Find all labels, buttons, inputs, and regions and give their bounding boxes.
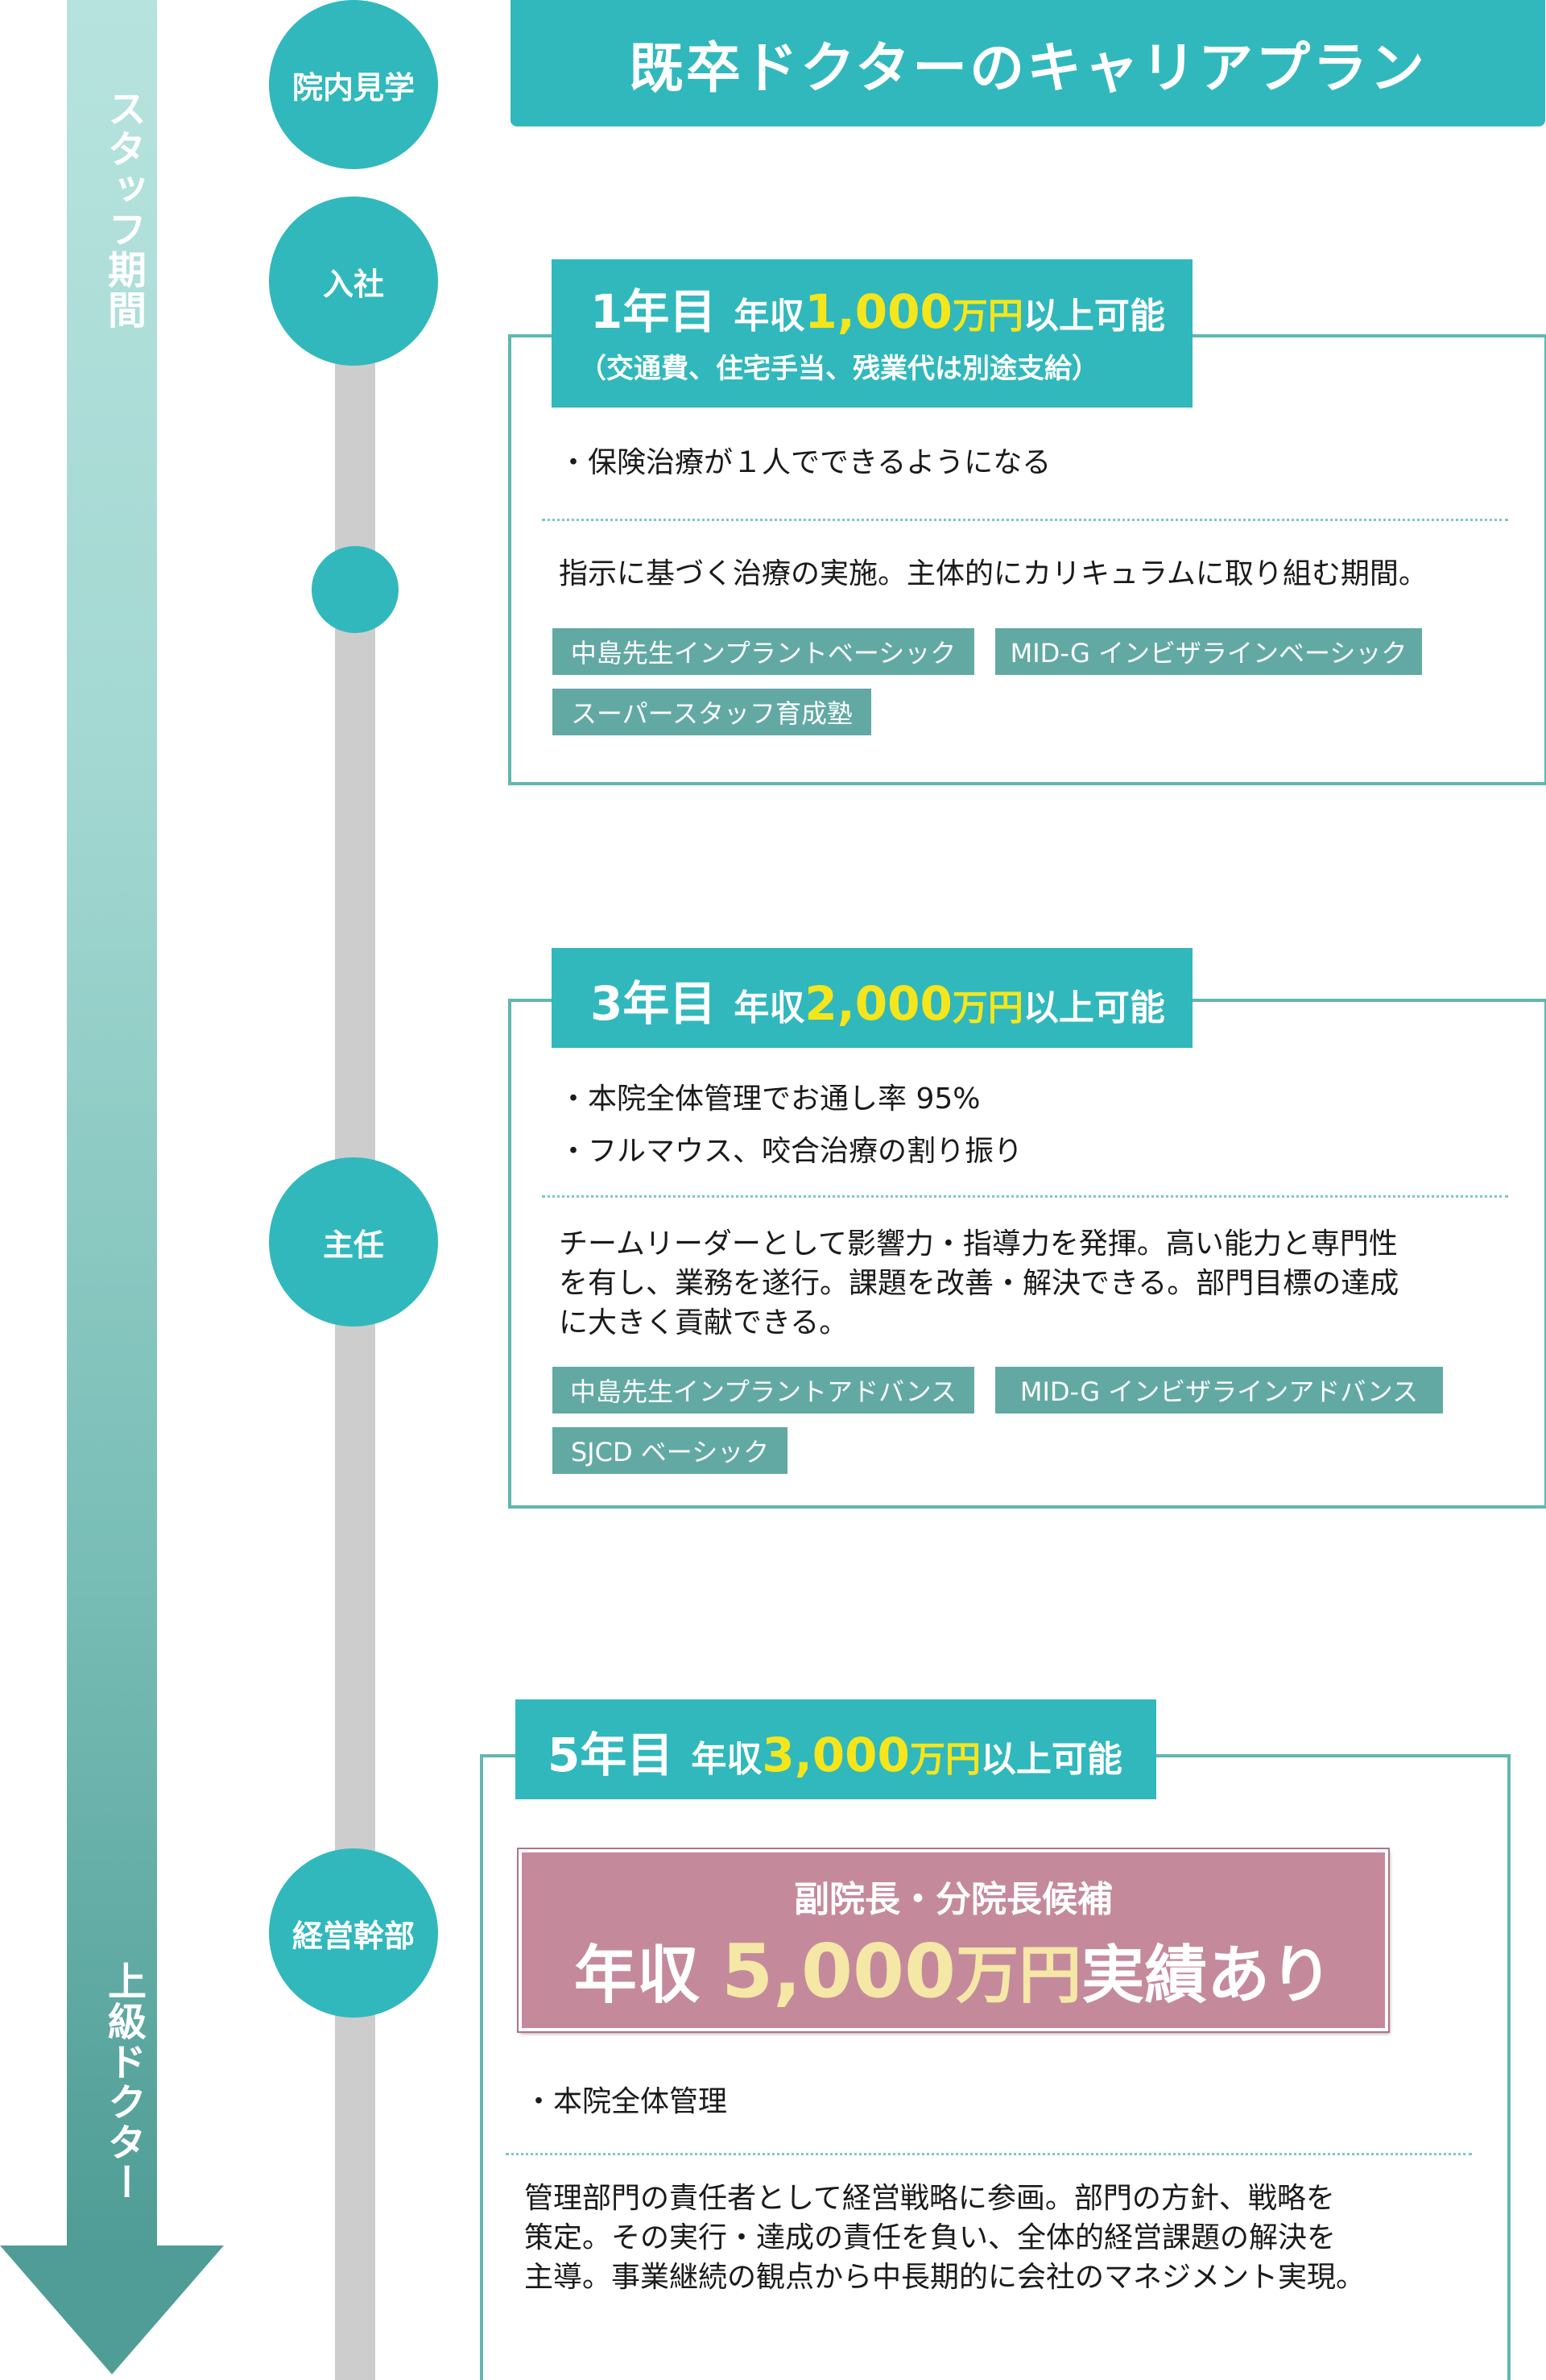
node-join: 入社 — [269, 197, 438, 366]
year1-note: （交通費、住宅手当、残業代は別途支給） — [579, 353, 1099, 385]
staff-period-label: スタッフ期間 — [101, 89, 146, 330]
year3-divider — [542, 1195, 1508, 1198]
year3-description: チームリーダーとして影響力・指導力を発揮。高い能力と専門性 を有し、業務を遂行。… — [559, 1224, 1399, 1343]
highlight-unit: 万円 — [956, 1939, 1082, 2012]
arrow-head — [0, 2245, 224, 2374]
year5-description-line: 管理部門の責任者として経営戦略に参画。部門の方針、戦略を — [524, 2182, 1335, 2215]
year1-salary-amount: 1,000 — [804, 284, 953, 339]
year3-label: 3年目 — [590, 976, 717, 1031]
year1-description: 指示に基づく治療の実施。主体的にカリキュラムに取り組む期間。 — [559, 557, 1428, 590]
year5-salary-prefix: 年収 — [691, 1739, 763, 1780]
year5-bullet: ・本院全体管理 — [524, 2085, 728, 2118]
node-chief: 主任 — [269, 1157, 438, 1327]
year1-salary-prefix: 年収 — [734, 296, 805, 337]
year1-tab: 1年目 年収 1,000 万円 以上可能 （交通費、住宅手当、残業代は別途支給） — [552, 259, 1193, 408]
year1-label: 1年目 — [590, 284, 717, 339]
year3-description-line: を有し、業務を遂行。課題を改善・解決できる。部門目標の達成 — [559, 1267, 1399, 1300]
node-visit: 院内見学 — [269, 0, 438, 169]
highlight-suffix: 実績あり — [1081, 1939, 1333, 2012]
year1-salary-unit: 万円 — [952, 296, 1023, 337]
year3-bullet-1: ・本院全体管理でお通し率 95% — [559, 1082, 981, 1115]
year5-label: 5年目 — [548, 1728, 674, 1782]
year3-description-line: チームリーダーとして影響力・指導力を発揮。高い能力と専門性 — [559, 1227, 1398, 1260]
year5-description-line: 主導。事業継続の観点から中長期的に会社のマネジメント実現。 — [524, 2261, 1366, 2294]
year3-tag-sjcd-basic: SJCD ベーシック — [552, 1427, 787, 1474]
year5-description: 管理部門の責任者として経営戦略に参画。部門の方針、戦略を 策定。その実行・達成の… — [524, 2179, 1365, 2297]
highlight-subtitle: 副院長・分院長候補 — [794, 1879, 1113, 1920]
career-arrow — [67, 0, 157, 2247]
timeline-dot — [312, 546, 399, 633]
vice-director-highlight: 副院長・分院長候補 年収 5,000万円実績あり — [517, 1848, 1390, 2033]
year1-divider — [542, 519, 1508, 521]
year1-salary-suffix: 以上可能 — [1023, 296, 1165, 337]
highlight-salary: 年収 5,000万円実績あり — [522, 1925, 1385, 2015]
node-executive: 経営幹部 — [269, 1848, 438, 2018]
highlight-prefix: 年収 — [573, 1939, 700, 2012]
highlight-amount: 5,000 — [721, 1928, 957, 2014]
year5-salary-unit: 万円 — [909, 1739, 981, 1780]
year3-bullet-2: ・フルマウス、咬合治療の割り振り — [559, 1135, 1023, 1168]
year1-tag-implant-basic: 中島先生インプラントベーシック — [552, 628, 974, 675]
year3-tag-invisalign-advance: MID-G インビザラインアドバンス — [995, 1367, 1443, 1414]
year1-tag-superstaff: スーパースタッフ育成塾 — [552, 689, 871, 735]
year3-salary-unit: 万円 — [952, 987, 1023, 1029]
year3-salary-suffix: 以上可能 — [1023, 987, 1165, 1029]
year5-description-line: 策定。その実行・達成の責任を負い、全体的経営課題の解決を — [524, 2221, 1337, 2254]
year5-tab: 5年目 年収 3,000 万円 以上可能 — [515, 1699, 1156, 1799]
year3-tab: 3年目 年収 2,000 万円 以上可能 — [552, 948, 1193, 1048]
year1-bullet: ・保険治療が１人でできるようになる — [559, 446, 1052, 479]
year5-salary-suffix: 以上可能 — [980, 1739, 1122, 1780]
page-title: 既卒ドクターのキャリアプラン — [511, 0, 1545, 126]
year5-salary-amount: 3,000 — [762, 1728, 910, 1782]
senior-doctor-label: 上級ドクター — [101, 1961, 146, 2203]
year3-salary-prefix: 年収 — [734, 987, 805, 1029]
year3-tag-implant-advance: 中島先生インプラントアドバンス — [552, 1367, 974, 1414]
year5-divider — [506, 2153, 1472, 2155]
year3-salary-amount: 2,000 — [804, 976, 953, 1031]
year3-description-line: に大きく貢献できる。 — [559, 1306, 849, 1339]
year1-tag-invisalign-basic: MID-G インビザラインベーシック — [995, 628, 1422, 675]
